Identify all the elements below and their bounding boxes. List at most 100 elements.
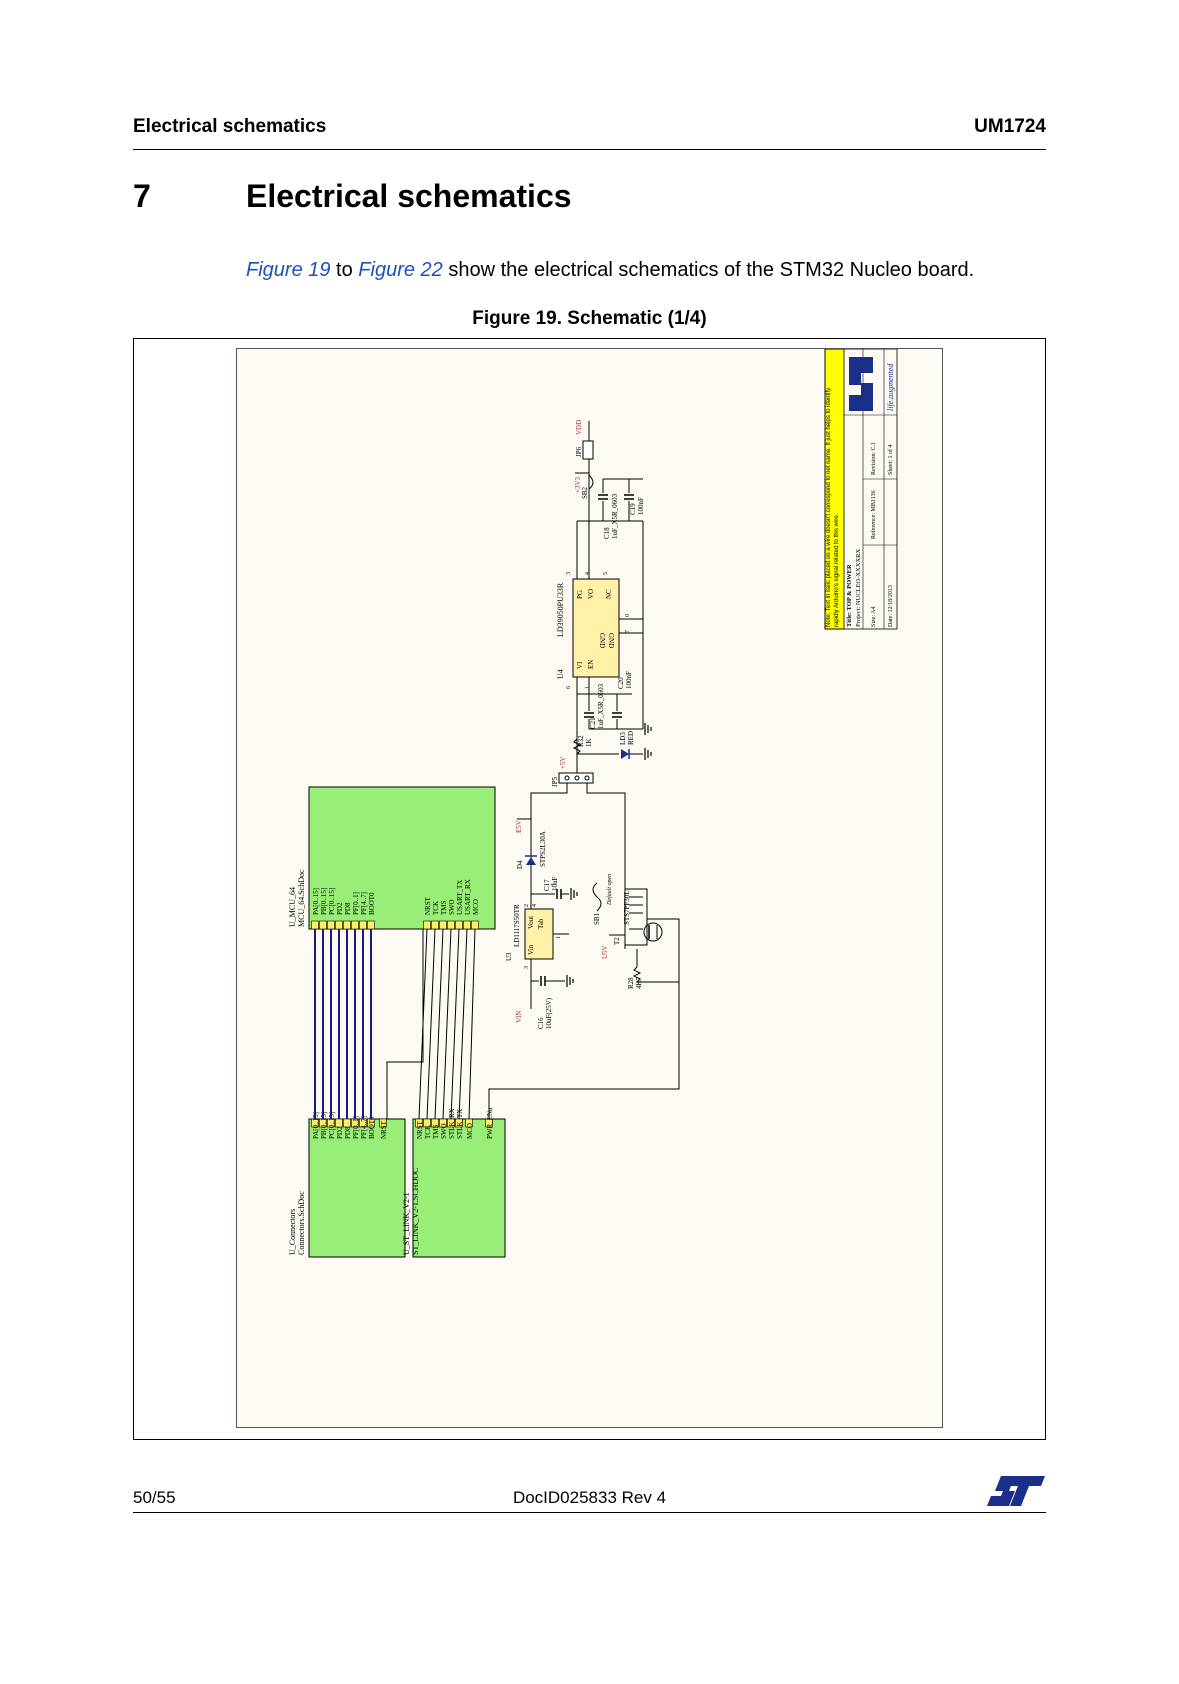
port-label: BOOT0: [368, 1116, 376, 1139]
r32-designator: R32: [577, 735, 585, 747]
title-block-title: Title: TOP & POWER: [846, 564, 853, 627]
port-marker: [351, 920, 359, 930]
port-label: TCK: [432, 901, 440, 915]
jp6-designator: JP6: [575, 446, 583, 457]
title-block-note: Note: Text in italic placed on a wire do…: [826, 387, 840, 627]
sb1-designator: SB1: [593, 912, 601, 925]
jumper-jp5: JP5: [551, 772, 594, 787]
port-label: PD8: [344, 1126, 352, 1139]
c21-value: 1uF_X5R_0603: [597, 683, 605, 729]
mcu-block-file: MCU_64.SchDoc: [297, 869, 306, 927]
port-marker: [367, 920, 375, 930]
st-logo-icon: [849, 357, 873, 411]
port-label: PC[0..15]: [328, 1112, 336, 1139]
c18-value: 1uF_X5R_0603: [611, 493, 619, 539]
port-label: TMS: [432, 1125, 440, 1140]
connectors-sheet-block: U_Connectors Connectors.SchDoc PA[0..15]…: [288, 1112, 406, 1258]
bus-wires: [314, 928, 476, 1120]
c17-designator: C17: [543, 879, 551, 891]
port-label: PA[0..15]: [312, 888, 320, 915]
c16-value: 10uF(25V): [545, 997, 553, 1029]
u4-designator: U4: [556, 669, 565, 679]
u3-pin-vout: Vout: [527, 916, 535, 929]
port-label: STLK_TX: [456, 1109, 464, 1139]
title-block-size: Size: A4: [871, 607, 877, 628]
port-marker: [311, 920, 319, 930]
d4-part: STPS2L30A: [539, 831, 547, 867]
led-ld3: LD3 RED: [577, 731, 643, 759]
mcu-block-designator: U_MCU_64: [288, 887, 297, 927]
u4-part: LD39050PU33R: [556, 582, 565, 637]
svg-text:+: +: [550, 881, 554, 889]
running-header-doc-id: UM1724: [974, 116, 1046, 137]
c18-designator: C18: [603, 527, 611, 539]
port-label: PA[0..15]: [312, 1112, 320, 1139]
c20-designator: C20: [617, 677, 625, 689]
u4-pin-num-5: 5: [603, 572, 609, 575]
connectors-block-designator: U_Connectors: [288, 1209, 297, 1255]
t2-designator: T2: [613, 937, 621, 945]
regulator-u3: Vin Vout Tab U3 LD1117S50TR 3 2 4 1: [505, 904, 562, 969]
port-marker: [343, 920, 351, 930]
stlink-block-file: ST_LINK_V2-1.SCHDOC: [411, 1168, 420, 1255]
u3-pin-num-3: 3: [524, 966, 530, 969]
section-title: Electrical schematics: [246, 178, 572, 214]
port-label: PB[0..15]: [320, 1112, 328, 1139]
port-label: NRST: [424, 896, 432, 915]
port-label: PD8: [344, 902, 352, 915]
jp5-designator: JP5: [551, 776, 559, 787]
d4-designator: D4: [516, 860, 524, 869]
u4-pin-num-4: 4: [585, 572, 591, 575]
port-label: SWO: [440, 1123, 448, 1139]
title-block-date: Date: 12/18/2013: [888, 585, 894, 627]
port-label: PC[0..15]: [328, 888, 336, 915]
resistor-r32: R32 1K: [572, 735, 593, 755]
u4-pin-num-1: 1: [585, 686, 591, 689]
c20-value: 100nF: [625, 671, 633, 689]
u4-pin-vo: VO: [587, 589, 595, 599]
figure-22-link[interactable]: Figure 22: [358, 259, 443, 281]
st-logo-icon: [985, 1474, 1047, 1513]
title-block: Note: Text in italic placed on a wire do…: [824, 348, 898, 630]
capacitor-c17: + C17 10uF: [531, 877, 569, 899]
port-marker: [359, 920, 367, 930]
port-marker: [343, 1118, 351, 1128]
pwr-enn-wire: [488, 979, 680, 1119]
u4-pin-vi: VI: [576, 661, 584, 669]
page-number: 50/55: [133, 1488, 176, 1507]
port-marker: [423, 920, 431, 930]
u4-pin-num-6: 6: [566, 686, 572, 689]
connectors-block-file: Connectors.SchDoc: [297, 1191, 306, 1255]
port-label: NRST: [416, 1120, 424, 1139]
port-label: STLK_RX: [448, 1108, 456, 1139]
u3-pin-tab: Tab: [537, 918, 545, 929]
capacitor-c18: C18 1uF_X5R_0603: [598, 479, 619, 539]
capacitor-c20: C20 100nF: [612, 671, 633, 729]
port-marker: [335, 1118, 343, 1128]
port-marker: [455, 920, 463, 930]
document-id: DocID025833 Rev 4: [512, 1488, 667, 1507]
r32-value: 1K: [585, 738, 593, 747]
regulator-u4: U4 LD39050PU33R VI EN GND GND PG VO NC 6…: [556, 572, 631, 689]
u4-pin-gnd-1: GND: [598, 633, 606, 648]
net-vin: VIN: [515, 1011, 523, 1023]
figure-19-link[interactable]: Figure 19: [246, 259, 331, 281]
solder-bridge-sb1: [592, 882, 602, 912]
intro-paragraph: Figure 19 to Figure 22 show the electric…: [246, 259, 974, 282]
ld3-designator: LD3: [619, 732, 627, 745]
u3-pin-num-2: 2: [524, 904, 530, 907]
t2-part: STS7PF30L: [623, 890, 631, 925]
resistor-r28: R28 4K7: [627, 949, 679, 989]
u4-pin-num-0: 0: [625, 614, 631, 617]
figure-caption: Figure 19. Schematic (1/4): [472, 308, 707, 329]
title-block-revision: Revision: C.1: [871, 442, 877, 475]
port-label: PD2: [336, 1126, 344, 1139]
port-marker: [335, 920, 343, 930]
u3-designator: U3: [505, 952, 513, 961]
port-marker: [439, 920, 447, 930]
r28-designator: R28: [627, 977, 635, 989]
